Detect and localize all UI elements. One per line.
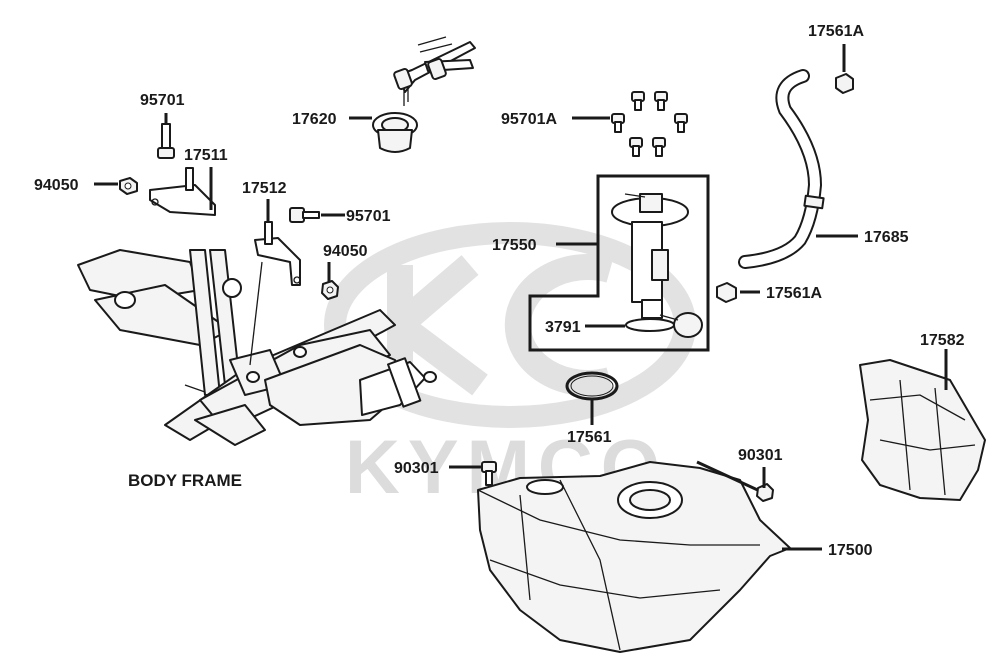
- body-frame-illustration: [77, 249, 437, 446]
- callout-17561A-top: 17561A: [808, 23, 864, 40]
- callout-17550: 17550: [492, 237, 537, 254]
- heat-shield-17582: [859, 359, 986, 501]
- callout-17500: 17500: [828, 542, 873, 559]
- ignition-cap-17620: [372, 112, 418, 153]
- bracket-17511: [149, 167, 216, 216]
- clamp-17561A-right: [716, 282, 737, 303]
- fuel-pump-frame: [528, 174, 710, 352]
- callout-95701-mid: 95701: [346, 208, 391, 225]
- callout-95701-left: 95701: [140, 92, 185, 109]
- bolt-95701-mid: [289, 207, 320, 223]
- fuel-tank-17500: [477, 461, 791, 653]
- clamp-17561A-top: [835, 73, 854, 94]
- bracket-17512: [254, 221, 301, 286]
- bolt-set-95701A: [611, 91, 688, 157]
- fuel-hose-17685: [738, 69, 825, 269]
- callout-17685: 17685: [864, 229, 909, 246]
- bolt-90301-right: [696, 460, 774, 502]
- nut-94050-left: [119, 177, 138, 195]
- leader-lines: [94, 44, 948, 551]
- bolt-90301-left: [481, 461, 497, 486]
- callout-17561A-right: 17561A: [766, 285, 822, 302]
- callout-17511: 17511: [184, 147, 228, 164]
- callout-90301-right: 90301: [738, 447, 783, 464]
- callout-labels: 17561A 95701 17620 95701A 17511 94050 17…: [34, 23, 965, 559]
- fuel-pump-assembly-17550: [528, 174, 710, 352]
- nut-94050-mid: [321, 280, 339, 300]
- callout-3791: 3791: [545, 319, 581, 336]
- bolt-95701-left: [157, 123, 175, 159]
- watermark-logo-c: [504, 254, 614, 396]
- callout-95701A: 95701A: [501, 111, 557, 128]
- body-frame-caption: BODY FRAME: [128, 471, 242, 490]
- key-set-17620: [393, 36, 476, 106]
- callout-17620: 17620: [292, 111, 337, 128]
- callout-90301-left: 90301: [394, 460, 439, 477]
- callout-94050-left: 94050: [34, 177, 79, 194]
- callout-17512: 17512: [242, 180, 287, 197]
- callout-17582: 17582: [920, 332, 965, 349]
- callout-94050-mid: 94050: [323, 243, 368, 260]
- callout-17561: 17561: [567, 429, 612, 446]
